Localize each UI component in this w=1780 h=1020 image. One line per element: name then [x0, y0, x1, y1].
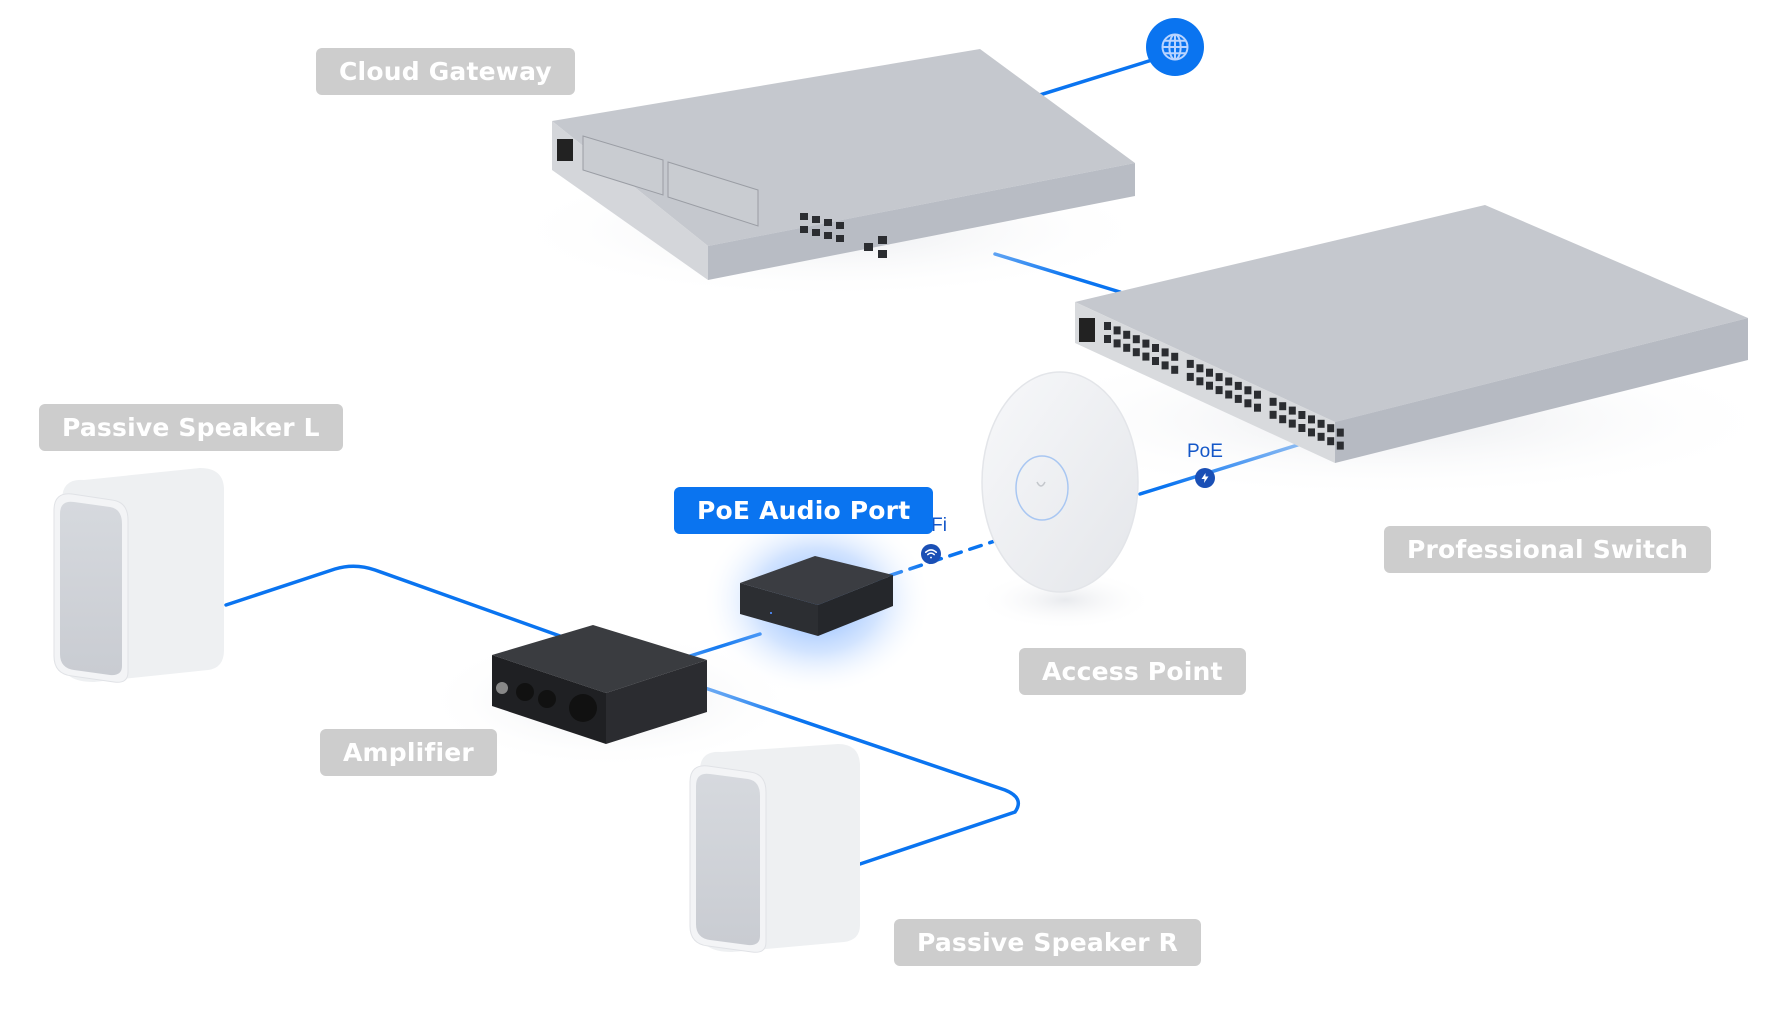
connection-amplifier-speaker-l [224, 564, 562, 638]
internet-globe [1146, 18, 1204, 76]
switch-port [1298, 411, 1306, 419]
switch-port [1225, 390, 1233, 399]
wifi-badge [921, 544, 941, 564]
switch-port [1152, 344, 1159, 352]
switch-port [1123, 343, 1131, 352]
switch-port [1196, 364, 1204, 373]
switch-port [1186, 372, 1194, 381]
switch-port [1206, 368, 1213, 377]
switch-port [1254, 390, 1261, 399]
switch-port [1113, 339, 1121, 348]
switch-port [1288, 406, 1296, 415]
switch-port [1279, 402, 1287, 411]
switch-port [1171, 352, 1179, 361]
switch-port [1244, 399, 1252, 408]
switch-port [1215, 386, 1223, 395]
switch-port [1142, 352, 1150, 361]
switch-port [1317, 419, 1325, 428]
switch-port [1206, 381, 1213, 390]
switch-port [1317, 432, 1325, 441]
access-point-label[interactable]: Access Point [1019, 648, 1246, 695]
switch-port [1279, 415, 1287, 424]
passive-speaker-r-label[interactable]: Passive Speaker R [894, 919, 1202, 966]
switch-port [1215, 373, 1223, 382]
switch-port [1336, 441, 1344, 450]
wifi-icon [924, 549, 938, 559]
cloud-gateway-label[interactable]: Cloud Gateway [316, 48, 575, 95]
switch-port [1327, 424, 1335, 433]
passive-speaker-l-label[interactable]: Passive Speaker L [39, 404, 343, 451]
switch-port [1288, 419, 1296, 428]
passive-speaker-l-device[interactable] [53, 468, 224, 683]
professional-switch-device[interactable] [990, 205, 1780, 500]
switch-port [1308, 428, 1315, 437]
switch-port [1308, 415, 1315, 424]
switch-port [1254, 403, 1261, 412]
switch-port [1104, 335, 1111, 343]
switch-port [1244, 386, 1252, 395]
switch-port [1132, 335, 1140, 344]
switch-port [1298, 424, 1306, 432]
switch-port [1161, 361, 1169, 370]
switch-port [1327, 437, 1335, 446]
switch-port [1269, 410, 1277, 419]
switch-port [1336, 428, 1344, 437]
poe-audio-port-device[interactable] [702, 505, 932, 695]
cloud-gateway-device[interactable] [500, 49, 1160, 300]
connection-amplifier-speaker-r [703, 686, 1021, 866]
switch-port [1142, 339, 1150, 348]
switch-port [1123, 330, 1131, 339]
globe-icon [1161, 33, 1189, 61]
poe-audio-port-label[interactable]: PoE Audio Port [674, 487, 934, 534]
switch-port [1152, 357, 1159, 365]
switch-port [1104, 322, 1111, 330]
switch-port [1234, 394, 1242, 403]
switch-port [1186, 359, 1194, 368]
switch-port [1171, 365, 1179, 374]
poe-connection-label: PoE [1187, 441, 1223, 462]
switch-port [1113, 326, 1121, 335]
poe-badge [1195, 468, 1215, 488]
switch-port [1196, 377, 1204, 386]
switch-port [1269, 397, 1277, 406]
amplifier-label[interactable]: Amplifier [320, 729, 497, 776]
passive-speaker-r-device[interactable] [689, 744, 860, 953]
professional-switch-label[interactable]: Professional Switch [1384, 526, 1712, 573]
switch-port [1225, 377, 1233, 386]
lightning-icon [1201, 473, 1209, 483]
switch-port [1234, 381, 1242, 390]
amplifier-device[interactable] [420, 625, 800, 770]
switch-port [1161, 348, 1169, 357]
switch-port [1132, 348, 1140, 357]
access-point-device[interactable] [975, 371, 1155, 630]
